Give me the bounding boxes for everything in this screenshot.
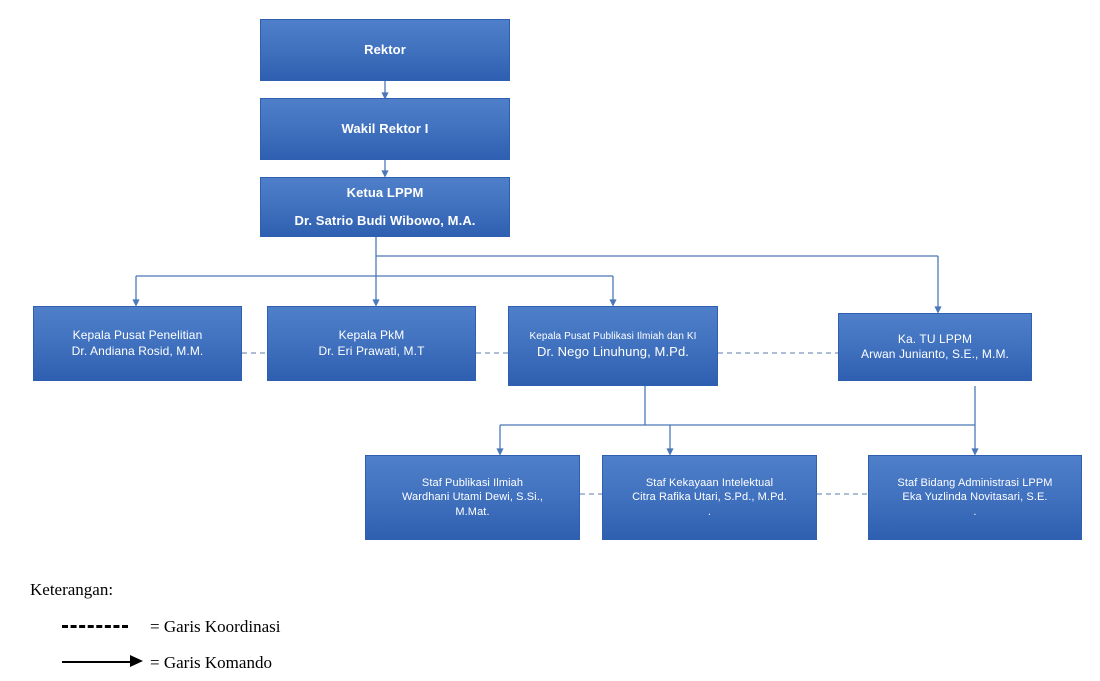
node-staf-admin-line1: Staf Bidang Administrasi LPPM <box>897 477 1053 490</box>
node-staf-bidang-administrasi[interactable]: Staf Bidang Administrasi LPPM Eka Yuzlin… <box>868 455 1082 540</box>
node-wakil-rektor-line1: Wakil Rektor I <box>341 120 429 136</box>
node-staf-publikasi-line1: Staf Publikasi Ilmiah <box>421 477 524 490</box>
node-staf-admin-line3: . <box>973 505 977 518</box>
legend-dashed-line-sample <box>62 625 128 628</box>
node-staf-admin-line2: Eka Yuzlinda Novitasari, S.E. <box>902 491 1048 504</box>
node-pusat-penelitian[interactable]: Kepala Pusat Penelitian Dr. Andiana Rosi… <box>33 306 242 381</box>
node-staf-publikasi-line3: M.Mat. <box>455 505 490 518</box>
node-staf-publikasi[interactable]: Staf Publikasi Ilmiah Wardhani Utami Dew… <box>365 455 580 540</box>
node-ka-tu-lppm-line2: Arwan Junianto, S.E., M.M. <box>861 347 1009 361</box>
legend-arrow-line-sample <box>62 661 134 663</box>
node-rektor[interactable]: Rektor <box>260 19 510 81</box>
node-staf-publikasi-line2: Wardhani Utami Dewi, S.Si., <box>401 491 544 504</box>
node-pkm-line1: Kepala PkM <box>338 328 405 343</box>
node-staf-ki-line3: . <box>707 505 712 518</box>
node-pusat-penelitian-line2: Dr. Andiana Rosid, M.M. <box>71 343 204 358</box>
node-ketua-lppm[interactable]: Ketua LPPM Dr. Satrio Budi Wibowo, M.A. <box>260 177 510 237</box>
node-pusat-publikasi-line1: Kepala Pusat Publikasi Ilmiah dan KI <box>529 331 697 343</box>
node-pusat-publikasi[interactable]: Kepala Pusat Publikasi Ilmiah dan KI Dr.… <box>508 306 718 386</box>
node-rektor-line1: Rektor <box>364 41 406 57</box>
node-pkm-line2: Dr. Eri Prawati, M.T <box>318 343 425 358</box>
node-ka-tu-lppm[interactable]: Ka. TU LPPM Arwan Junianto, S.E., M.M. <box>838 313 1032 381</box>
node-staf-ki-line2: Citra Rafika Utari, S.Pd., M.Pd. <box>632 491 787 504</box>
node-staf-ki-line1: Staf Kekayaan Intelektual <box>645 477 774 490</box>
legend-command-label: = Garis Komando <box>150 653 272 672</box>
node-staf-kekayaan-intelektual[interactable]: Staf Kekayaan Intelektual Citra Rafika U… <box>602 455 817 540</box>
node-wakil-rektor[interactable]: Wakil Rektor I <box>260 98 510 160</box>
legend-coordination-label: = Garis Koordinasi <box>150 617 281 636</box>
node-pusat-penelitian-line1: Kepala Pusat Penelitian <box>72 328 203 343</box>
node-pkm[interactable]: Kepala PkM Dr. Eri Prawati, M.T <box>267 306 476 381</box>
legend-arrow-head-icon <box>130 655 143 667</box>
legend-title: Keterangan: <box>30 580 114 599</box>
node-ketua-lppm-line2: Dr. Satrio Budi Wibowo, M.A. <box>294 212 476 228</box>
node-ka-tu-lppm-line1: Ka. TU LPPM <box>897 331 973 346</box>
node-ketua-lppm-line1: Ketua LPPM <box>346 184 424 200</box>
node-pusat-publikasi-line2: Dr. Nego Linuhung, M.Pd. <box>537 344 689 360</box>
